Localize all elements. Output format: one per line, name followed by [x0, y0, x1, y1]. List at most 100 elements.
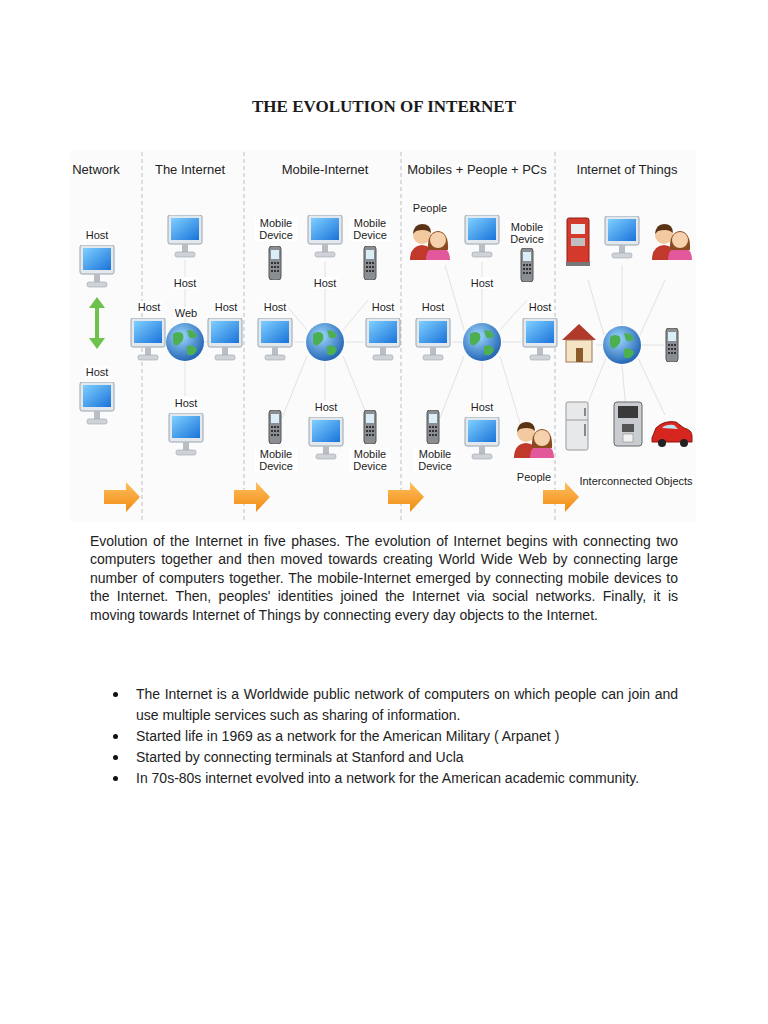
- description-paragraph: Evolution of the Internet in five phases…: [90, 532, 678, 624]
- host-computer: [208, 318, 242, 360]
- mobile-device: [269, 246, 281, 280]
- link-arrow: [89, 297, 105, 308]
- faint-link: [482, 362, 483, 400]
- host-computer: [80, 245, 114, 287]
- faint-link: [185, 362, 186, 396]
- faint-link: [585, 358, 606, 410]
- host-computer: [80, 382, 114, 424]
- mobile-device: [364, 246, 376, 280]
- atm-machine: [567, 218, 589, 264]
- icon-label: Host: [263, 301, 288, 313]
- icon-label: Mobile Device: [414, 448, 456, 472]
- coffee-machine: [618, 406, 638, 418]
- faint-link: [502, 342, 521, 343]
- link-arrow: [89, 338, 105, 349]
- link-arrow: [89, 297, 105, 349]
- host-computer: [465, 417, 499, 459]
- house-icon: [562, 324, 596, 340]
- host-computer: [258, 318, 292, 360]
- phase-arrow: [543, 482, 579, 512]
- phase-arrow: [388, 482, 424, 512]
- faint-link: [343, 356, 368, 418]
- bullet-dot: [113, 776, 118, 781]
- car-icon: [658, 439, 666, 447]
- coffee-machine: [623, 434, 633, 442]
- atm-machine: [566, 218, 590, 266]
- icon-label: Host: [214, 301, 239, 313]
- mobile-device: [521, 248, 533, 282]
- car-icon: [652, 422, 692, 442]
- phase-heading: Network: [72, 162, 120, 177]
- phase-separator: [400, 152, 401, 520]
- icon-label: Host: [137, 301, 162, 313]
- house-icon: [566, 340, 592, 362]
- phase-arrow: [104, 482, 140, 512]
- host-computer: [366, 318, 400, 360]
- faint-link: [482, 262, 483, 322]
- host-computer: [168, 215, 202, 257]
- icon-label: Host: [421, 301, 446, 313]
- fridge-icon: [566, 420, 588, 421]
- bullet-dot: [113, 734, 118, 739]
- car-icon: [652, 422, 692, 447]
- faint-link: [640, 280, 665, 335]
- icon-label: Host: [470, 401, 495, 413]
- faint-link: [642, 345, 664, 346]
- coffee-machine: [614, 402, 642, 446]
- web-globe: [603, 326, 641, 364]
- car-icon: [662, 425, 678, 429]
- faint-link: [596, 345, 602, 346]
- fridge-icon: [566, 402, 588, 450]
- icon-label: People: [516, 471, 552, 483]
- people-icon: [652, 224, 692, 260]
- host-computer: [80, 215, 639, 459]
- faint-link: [622, 265, 623, 325]
- atm-machine: [571, 224, 585, 234]
- host-computer: [169, 413, 203, 455]
- host-computer: [416, 318, 450, 360]
- mobile-device: [427, 410, 439, 444]
- icon-label: Mobile Device: [349, 448, 391, 472]
- mobile-device: [269, 410, 281, 444]
- icon-label: Mobile Device: [506, 221, 548, 245]
- fridge-icon: [566, 402, 588, 450]
- faint-link: [282, 356, 307, 418]
- faint-link: [325, 362, 326, 400]
- host-computer: [131, 318, 165, 360]
- phase-arrow: [234, 482, 270, 512]
- host-computer: [523, 318, 557, 360]
- illustration-ground: [70, 150, 696, 522]
- illustration-ground: [70, 150, 696, 522]
- web-globe: [306, 323, 344, 361]
- host-computer: [308, 215, 342, 257]
- faint-link: [440, 356, 464, 418]
- icon-label: Host: [470, 277, 495, 289]
- bullet-dot: [113, 755, 118, 760]
- faint-link: [452, 342, 462, 343]
- atm-machine: [571, 238, 585, 246]
- icon-label: Web: [174, 307, 198, 319]
- phase-separator: [142, 152, 555, 520]
- web-globe: [463, 323, 501, 361]
- faint-link: [345, 342, 364, 343]
- phase-separator: [243, 152, 244, 520]
- coffee-machine: [614, 402, 642, 446]
- phase-heading: Mobile-Internet: [282, 162, 369, 177]
- icon-label: Host: [313, 277, 338, 289]
- faint-link: [343, 300, 368, 330]
- house-icon: [562, 324, 596, 362]
- host-computer: [465, 215, 499, 257]
- icon-label: People: [412, 202, 448, 214]
- mobile-device: [666, 328, 678, 362]
- people-icon: [410, 224, 450, 260]
- car-icon: [680, 439, 688, 447]
- phase-heading: Mobiles + People + PCs: [407, 162, 546, 177]
- phase-arrow: [104, 482, 579, 512]
- bullet-text: The Internet is a Worldwide public netwo…: [136, 684, 678, 726]
- web-globe: [166, 323, 204, 361]
- house-icon: [576, 348, 583, 362]
- icon-label: Host: [371, 301, 396, 313]
- icon-label: Host: [85, 366, 110, 378]
- icon-label: Host: [173, 277, 198, 289]
